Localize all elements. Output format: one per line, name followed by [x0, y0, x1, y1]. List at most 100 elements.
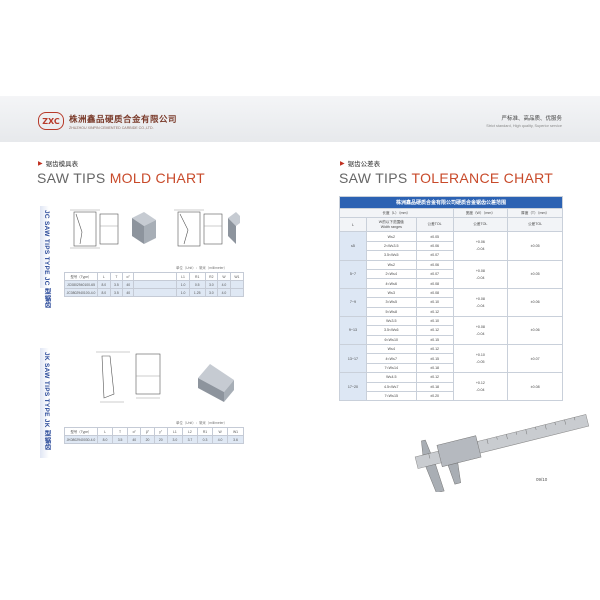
- table-header-row: 型号（Type） L T α° L1 R1 R2 W W1: [64, 272, 245, 281]
- header-width: 宽度（W）（mm）: [452, 207, 509, 219]
- width-range-cell: W≤4: [365, 344, 417, 355]
- header-tol: 公差TOL: [452, 217, 509, 233]
- length-range-cell: 5~7: [339, 259, 367, 289]
- right-section-cn: 锯齿公差表: [347, 160, 381, 168]
- width-range-cell: 3.5<W≤6: [365, 325, 417, 336]
- right-section-head: ▶ 锯齿公差表: [340, 158, 380, 168]
- table-caption-row: 株洲鑫品硬质合金有限公司硬质合金锯齿公差范围: [339, 196, 563, 209]
- thickness-tol-cell: ±0.07: [507, 344, 563, 374]
- jk-label-bar: [40, 348, 49, 458]
- width-range-cell: W≤3.5: [365, 315, 417, 327]
- tolerance-table: 株洲鑫品硬质合金有限公司硬质合金锯齿公差范围长度（L）（mm）宽度（W）（mm）…: [339, 196, 563, 402]
- width-range-cell: W≤3: [365, 287, 417, 299]
- jc-type-label: JC SAW TIPS TYPE JC 型锯齿: [43, 210, 50, 309]
- table-row: 7<W≤15±0.20: [340, 391, 563, 402]
- width-range-cell: 6<W≤10: [365, 334, 417, 346]
- page-number: 09/10: [536, 477, 548, 482]
- length-tol-cell: ±0.12: [415, 306, 454, 317]
- length-tol-cell: ±0.12: [415, 344, 454, 355]
- left-section-cn: 锯齿模具表: [45, 160, 79, 168]
- length-tol-cell: ±0.08: [415, 287, 454, 299]
- length-tol-cell: ±0.12: [415, 372, 454, 383]
- jc-mold-table: 型号（Type） L T α° L1 R1 R2 W W1 JC08029401…: [64, 272, 245, 297]
- width-range-cell: 7<W≤14: [365, 362, 417, 374]
- width-range-cell: 2<W≤3.5: [365, 240, 417, 252]
- header-thickness: 厚度（T）（mm）: [507, 207, 563, 219]
- jk-unit-note: 单位（Unit）：毫米（millimeter）: [176, 421, 228, 425]
- section-arrow-icon: ▶: [38, 160, 43, 167]
- jk-tip-3d: [198, 364, 234, 402]
- width-range-cell: 7<W≤15: [365, 391, 417, 402]
- slogan-cn: 严标准、高品质、优服务: [501, 116, 562, 122]
- header-length: 长度（L）（mm）: [339, 207, 454, 219]
- width-range-cell: W≤4.5: [365, 372, 417, 383]
- jc-unit-note: 单位（Unit）：毫米（millimeter）: [176, 266, 228, 270]
- jc-label-bar: [40, 206, 49, 288]
- thickness-tol-cell: ±0.06: [507, 315, 563, 346]
- length-range-cell: 9~13: [339, 315, 367, 346]
- table-row: JC0802940100-4.0 8.0 3.5 40 1.0 1.25 3.0…: [64, 288, 245, 297]
- table-header-row: 长度（L）（mm）宽度（W）（mm）厚度（T）（mm）: [339, 207, 563, 219]
- right-section-title: SAW TIPS TOLERANCE CHART: [339, 170, 554, 186]
- width-range-cell: W≤2: [365, 231, 417, 242]
- width-tol-cell: +0.12-0.04: [452, 372, 509, 402]
- left-section-head: ▶ 锯齿模具表: [38, 158, 78, 168]
- length-tol-cell: ±0.05: [415, 231, 454, 242]
- company-name-cn: 株洲鑫品硬质合金有限公司: [69, 114, 178, 125]
- section-arrow-icon: ▶: [340, 160, 345, 167]
- length-tol-cell: ±0.18: [415, 381, 454, 393]
- tolerance-caption: 株洲鑫品硬质合金有限公司硬质合金锯齿公差范围: [339, 196, 563, 209]
- caliper-image: [414, 414, 590, 492]
- width-range-cell: 4<W≤7: [365, 353, 417, 364]
- jc-tip-3d-2: [228, 212, 240, 244]
- jk-mold-table: 型号（Type） L T α° β° γ° L1 L2 R1 W W1 JK08…: [64, 427, 244, 444]
- length-tol-cell: ±0.06: [415, 240, 454, 252]
- length-tol-cell: ±0.20: [415, 391, 454, 402]
- width-range-cell: 3<W≤5: [365, 297, 417, 308]
- length-tol-cell: ±0.15: [415, 353, 454, 364]
- header-L: L: [339, 217, 367, 233]
- thickness-tol-cell: ±0.05: [507, 231, 563, 261]
- length-tol-cell: ±0.10: [415, 315, 454, 327]
- width-range-cell: W≤2: [365, 259, 417, 270]
- width-range-cell: 5<W≤8: [365, 306, 417, 317]
- company-logo: ZXC 株洲鑫品硬质合金有限公司 ZHUZHOU XINPIN CEMENTED…: [38, 112, 177, 130]
- width-tol-cell: +0.08-0.04: [452, 259, 509, 289]
- width-range-cell: 3.5<W≤5: [365, 250, 417, 261]
- thickness-tol-cell: ±0.05: [507, 259, 563, 289]
- company-name-en: ZHUZHOU XINPIN CEMENTED CARBIDE CO.,LTD.: [69, 125, 154, 130]
- jc-tip-3d-1: [132, 212, 156, 244]
- thickness-tol-cell: ±0.06: [507, 287, 563, 317]
- length-tol-cell: ±0.18: [415, 362, 454, 374]
- header-band: [0, 96, 600, 142]
- width-tol-cell: +0.10-0.05: [452, 344, 509, 374]
- length-tol-cell: ±0.12: [415, 325, 454, 336]
- length-range-cell: 13~17: [339, 344, 367, 374]
- length-tol-cell: ±0.07: [415, 250, 454, 261]
- length-tol-cell: ±0.10: [415, 297, 454, 308]
- slogan: 严标准、高品质、优服务 Strict standard, High qualit…: [486, 114, 562, 128]
- length-tol-cell: ±0.07: [415, 268, 454, 280]
- width-tol-cell: +0.06-0.04: [452, 231, 509, 261]
- table-row: JK0802940030-4.0 8.0 3.5 40 20 20 3.0 3.…: [64, 435, 244, 444]
- width-tol-cell: +0.08-0.04: [452, 287, 509, 317]
- table-row: JC0802940100-65 8.0 3.5 40 1.0 0.5 3.0 4…: [64, 280, 245, 289]
- left-section-title: SAW TIPS MOLD CHART: [37, 170, 206, 186]
- logo-mark-icon: ZXC: [38, 112, 64, 130]
- jk-type-label: JK SAW TIPS TYPE JK 型锯齿: [43, 352, 50, 451]
- header-tol: 公差TOL: [507, 217, 563, 233]
- length-range-cell: 7~9: [339, 287, 367, 317]
- length-tol-cell: ±0.06: [415, 259, 454, 270]
- jc-drawings: [70, 209, 240, 249]
- length-tol-cell: ±0.15: [415, 334, 454, 346]
- width-tol-cell: +0.08-0.04: [452, 315, 509, 346]
- header-tol: 公差TOL: [415, 217, 454, 233]
- jk-drawings: [96, 351, 234, 403]
- width-range-cell: 4.5<W≤7: [365, 381, 417, 393]
- width-range-cell: 2<W≤4: [365, 268, 417, 280]
